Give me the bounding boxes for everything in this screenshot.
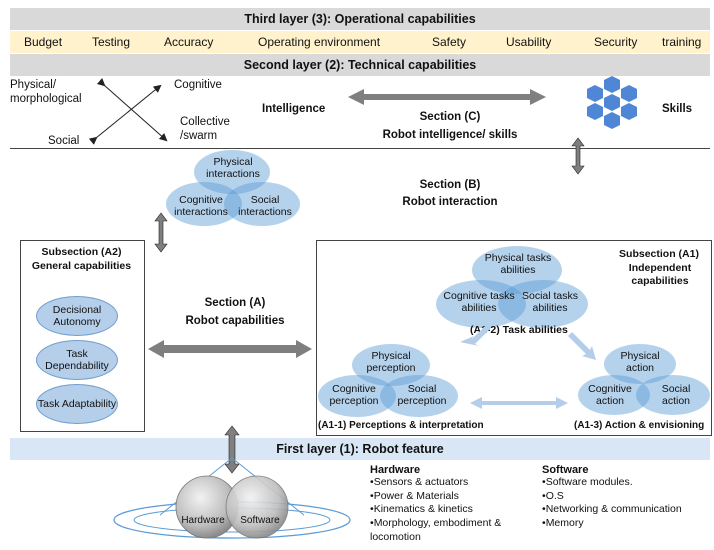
skills-label: Skills xyxy=(662,103,693,115)
intelligence-cognitive: Cognitive xyxy=(174,79,222,91)
bubble-cognitive-perception xyxy=(318,375,396,417)
cross-arrow-2 xyxy=(88,84,162,145)
bubble-physical-interactions xyxy=(194,150,270,194)
perception-to-task-arrow xyxy=(460,324,491,346)
software-list: Software Software modules. O.S Networkin… xyxy=(542,464,712,531)
op-item-operating-environment: Operating environment xyxy=(258,35,381,49)
section-a-subtitle: Robot capabilities xyxy=(185,315,285,327)
hardware-item: Sensors & actuators xyxy=(370,476,540,490)
op-item-usability: Usability xyxy=(506,35,552,49)
physical-interactions-label: Physical interactions xyxy=(206,156,260,181)
bubble-cognitive-interactions xyxy=(166,182,242,226)
social-perception-label: Social perception xyxy=(397,383,447,408)
social-action-label: Social action xyxy=(661,383,691,408)
hardware-item: Morphology, embodiment & locomotion xyxy=(370,517,540,544)
hardware-list: Hardware Sensors & actuators Power & Mat… xyxy=(370,464,540,544)
task-abilities-label: (A1-2) Task abilities xyxy=(470,324,568,336)
physical-tasks-label: Physical tasks abilities xyxy=(484,252,552,277)
b-a-vertical-arrow xyxy=(154,212,168,253)
operational-capabilities-bar: Budget Testing Accuracy Operating enviro… xyxy=(10,31,710,53)
task-to-action-arrow xyxy=(568,332,596,360)
op-item-testing: Testing xyxy=(92,35,131,49)
software-title: Software xyxy=(542,464,589,476)
op-item-safety: Safety xyxy=(432,35,467,49)
skills-hexagon-icon xyxy=(587,76,637,129)
intelligence-label: Intelligence xyxy=(262,103,326,115)
social-tasks-label: Social tasks abilities xyxy=(521,290,579,315)
third-layer-title: Third layer (3): Operational capabilitie… xyxy=(10,8,710,30)
software-item: O.S xyxy=(542,490,712,504)
bubble-social-action xyxy=(636,375,710,415)
bubble-physical-tasks xyxy=(472,246,562,294)
intelligence-physical: Physical/ morphological xyxy=(10,79,82,105)
social-interactions-label: Social interactions xyxy=(238,194,292,219)
software-sphere-label: Software xyxy=(240,515,280,526)
perception-action-arrow xyxy=(470,397,568,409)
bubble-physical-perception xyxy=(352,344,430,386)
bubble-social-perception xyxy=(380,375,458,417)
hardware-item: Power & Materials xyxy=(370,490,540,504)
hardware-title: Hardware xyxy=(370,464,421,476)
op-item-budget: Budget xyxy=(24,35,63,49)
intelligence-social: Social xyxy=(48,135,80,147)
task-dependability-bubble: Task Dependability xyxy=(36,340,118,380)
subsection-a1-title: Subsection (A1) xyxy=(619,248,699,260)
bubble-social-tasks xyxy=(498,280,588,328)
section-c-arrow xyxy=(348,89,546,105)
subsection-a2-title: Subsection (A2) xyxy=(41,246,122,258)
hardware-item: Kinematics & kinetics xyxy=(370,503,540,517)
action-label: (A1-3) Action & envisioning xyxy=(574,420,705,431)
section-b-subtitle: Robot interaction xyxy=(402,196,498,208)
bubble-social-interactions xyxy=(224,182,300,226)
software-sphere xyxy=(225,475,289,539)
software-item: Memory xyxy=(542,517,712,531)
bubble-physical-action xyxy=(604,344,676,384)
cognitive-interactions-label: Cognitive interactions xyxy=(174,194,228,219)
hardware-sphere-label: Hardware xyxy=(181,515,225,526)
a-first-layer-arrow xyxy=(224,425,240,474)
bubble-cognitive-action xyxy=(578,375,650,415)
op-item-accuracy: Accuracy xyxy=(164,35,214,49)
perceptions-label: (A1-1) Perceptions & interpretation xyxy=(318,420,484,431)
cross-arrow-1 xyxy=(96,78,168,142)
second-layer-title: Second layer (2): Technical capabilities xyxy=(10,54,710,76)
subsection-a1-subtitle: Independent capabilities xyxy=(628,262,692,287)
section-c-title: Section (C) xyxy=(419,111,481,123)
section-a-title: Section (A) xyxy=(204,297,266,309)
task-adaptability-bubble: Task Adaptability xyxy=(36,384,118,424)
cognitive-action-label: Cognitive action xyxy=(588,383,632,408)
subsection-a2-subtitle: General capabilities xyxy=(31,260,132,272)
software-item: Software modules. xyxy=(542,476,712,490)
section-b-title: Section (B) xyxy=(419,179,481,191)
cognitive-tasks-label: Cognitive tasks abilities xyxy=(443,290,515,315)
cognitive-perception-label: Cognitive perception xyxy=(329,383,379,408)
intelligence-collective: Collective /swarm xyxy=(180,116,230,142)
section-a-arrow xyxy=(148,340,312,358)
software-item: Networking & communication xyxy=(542,503,712,517)
op-item-security: Security xyxy=(594,35,638,49)
physical-action-label: Physical action xyxy=(620,350,660,375)
section-b-box xyxy=(10,148,710,231)
decisional-autonomy-bubble: Decisional Autonomy xyxy=(36,296,118,336)
physical-perception-label: Physical perception xyxy=(366,350,416,375)
bubble-cognitive-tasks xyxy=(436,280,526,328)
section-c-subtitle: Robot intelligence/ skills xyxy=(382,129,518,141)
op-item-training: training xyxy=(662,35,702,49)
c-b-vertical-arrow xyxy=(571,137,585,175)
first-layer-title: First layer (1): Robot feature xyxy=(10,438,710,460)
